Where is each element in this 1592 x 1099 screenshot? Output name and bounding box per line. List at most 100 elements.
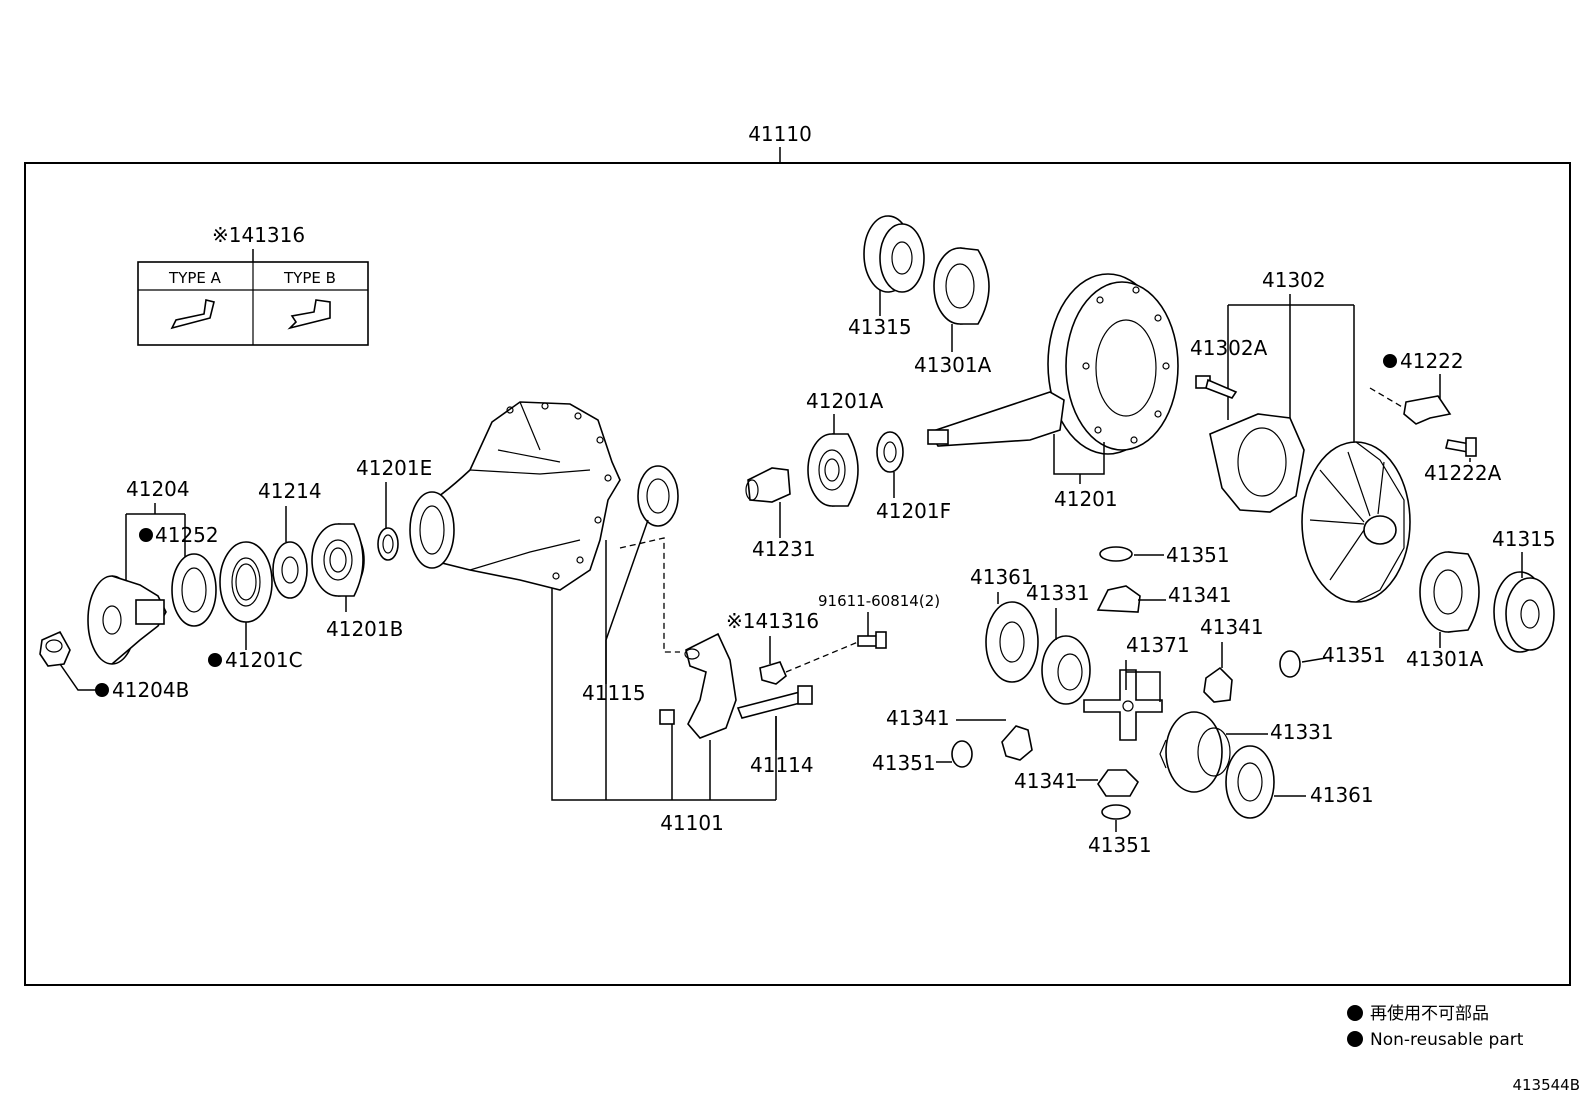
non-reusable-dot (208, 653, 222, 667)
label-41222: 41222 (1400, 349, 1464, 373)
thrust-washer-icon (1101, 804, 1131, 820)
label-41204b: 41204B (112, 678, 189, 702)
label-41315-lower: 41315 (1492, 527, 1556, 551)
thrust-washer-icon (1099, 546, 1133, 562)
side-bearing-icon (1419, 551, 1480, 633)
label-41231: 41231 (752, 537, 816, 561)
assembly-number-label: 41110 (748, 122, 812, 146)
bearing-spacer-icon (377, 527, 399, 561)
label-41252: 41252 (155, 523, 219, 547)
bolt-91611-icon (857, 631, 887, 649)
flange-nut-icon (39, 630, 71, 667)
lock-bolt-icon (1445, 437, 1477, 457)
type-a-label: TYPE A (168, 269, 222, 287)
label-41341-left: 41341 (886, 706, 950, 730)
non-reusable-dot (95, 683, 109, 697)
leader-41204 (125, 503, 186, 580)
clip-type-b-icon (287, 299, 331, 330)
label-41114: 41114 (750, 753, 814, 777)
legend-dot (1347, 1005, 1363, 1021)
legend-line-jp: 再使用不可部品 (1370, 1003, 1489, 1024)
assembly-frame (24, 162, 1571, 986)
non-reusable-dot (139, 528, 153, 542)
legend-line-en: Non-reusable part (1370, 1030, 1524, 1050)
label-41201b: 41201B (326, 617, 403, 641)
ring-gear-pinion-icon (927, 273, 1179, 455)
cap-bolt-icon (736, 685, 813, 719)
inset-title: ※141316 (212, 223, 305, 247)
side-oil-seal-icon (637, 465, 679, 527)
label-41301a-lower: 41301A (1406, 647, 1484, 671)
pinion-gear-icon (1001, 725, 1033, 761)
label-41361-right: 41361 (1310, 783, 1374, 807)
adjusting-nut-lock-icon (759, 661, 787, 685)
side-bearing-seal-icon (863, 215, 925, 293)
clip-type-a-icon (170, 299, 215, 330)
label-41201a: 41201A (806, 389, 884, 413)
pinion-gear-icon (1097, 769, 1139, 797)
label-41371: 41371 (1126, 633, 1190, 657)
thrust-washer-icon (951, 740, 973, 768)
type-b-label: TYPE B (283, 269, 336, 287)
label-41351-top: 41351 (1166, 543, 1230, 567)
label-91611: 91611-60814(2) (818, 592, 940, 610)
label-41201e: 41201E (356, 456, 432, 480)
bearing-cap-icon (659, 632, 737, 739)
label-41201c: 41201C (225, 648, 303, 672)
side-bearing-icon (933, 247, 990, 325)
dust-deflector-icon (171, 553, 217, 627)
label-41115: 41115 (582, 681, 646, 705)
differential-carrier-icon (409, 401, 621, 591)
pinion-gear-icon (1203, 666, 1233, 703)
dashed-alignment (1369, 387, 1405, 409)
label-41201f: 41201F (876, 499, 951, 523)
leader-41351-right (1301, 657, 1327, 663)
pinion-gear-icon (1096, 585, 1141, 613)
label-41331-right: 41331 (1270, 720, 1334, 744)
collapsible-spacer-icon (745, 467, 791, 503)
label-41302: 41302 (1262, 268, 1326, 292)
side-gear-icon (1041, 635, 1091, 705)
label-41351-right: 41351 (1322, 643, 1386, 667)
thrust-washer-icon (1279, 650, 1301, 678)
side-gear-icon (1159, 711, 1231, 793)
label-41101: 41101 (660, 811, 724, 835)
side-gear-washer-icon (985, 601, 1039, 683)
label-41301a-upper: 41301A (914, 353, 992, 377)
non-reusable-dot (1383, 354, 1397, 368)
label-41315-upper: 41315 (848, 315, 912, 339)
label-41361-left: 41361 (970, 565, 1034, 589)
label-41302a: 41302A (1190, 336, 1268, 360)
label-41331-left: 41331 (1026, 581, 1090, 605)
leader-41101 (551, 540, 777, 801)
oil-seal-icon (219, 541, 273, 623)
leader-41204b (59, 663, 98, 691)
figure-id: 413544B (1512, 1076, 1580, 1094)
side-bearing-seal-icon (1493, 571, 1555, 653)
clip-type-inset: ※141316 TYPE A TYPE B (137, 223, 369, 346)
label-41351-bottom: 41351 (1088, 833, 1152, 857)
label-41214: 41214 (258, 479, 322, 503)
pinion-front-bearing-icon (807, 433, 859, 507)
pinion-bearing-icon (311, 523, 365, 597)
label-41351-left: 41351 (872, 751, 936, 775)
side-gear-washer-icon (1225, 745, 1275, 819)
pinion-shaft-icon (1083, 669, 1163, 741)
label-41201: 41201 (1054, 487, 1118, 511)
differential-case-icon (1209, 413, 1411, 603)
label-41222a: 41222A (1424, 461, 1502, 485)
companion-flange-icon (87, 575, 167, 665)
dashed-alignment (619, 537, 680, 653)
leader-41302 (1227, 294, 1355, 460)
label-41341-right: 41341 (1200, 615, 1264, 639)
dashed-alignment (785, 641, 859, 673)
label-41341-bottom: 41341 (1014, 769, 1078, 793)
legend-dot (1347, 1031, 1363, 1047)
label-41204: 41204 (126, 477, 190, 501)
label-41316-clip: ※141316 (726, 609, 819, 633)
oil-slinger-icon (272, 541, 308, 599)
case-bolt-icon (1195, 375, 1238, 399)
leader-41371 (1125, 660, 1161, 702)
leader-41115 (605, 519, 649, 684)
